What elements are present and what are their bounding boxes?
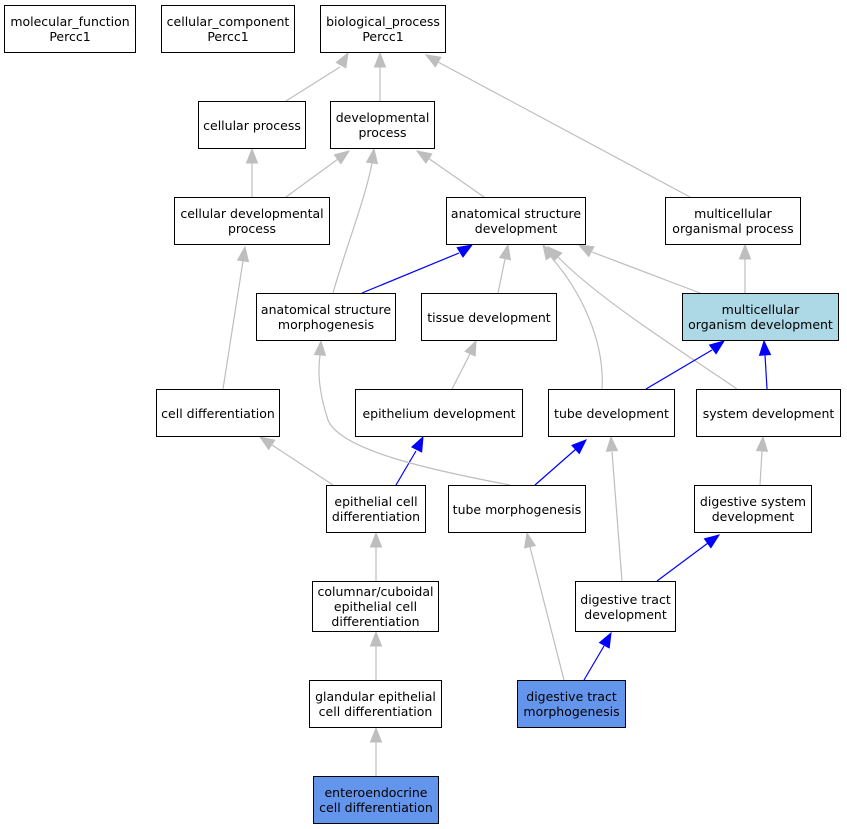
edge-arrowhead bbox=[258, 436, 276, 451]
edge-line bbox=[222, 260, 244, 390]
node-glandular-epithelial-cell-differentiation[interactable]: glandular epithelial cell differentiatio… bbox=[309, 680, 442, 728]
node-label: system development bbox=[702, 405, 835, 421]
edge-arrowhead bbox=[313, 339, 327, 356]
node-label: tube morphogenesis bbox=[452, 501, 582, 517]
node-label: columnar/cuboidal epithelial cell differ… bbox=[317, 584, 434, 629]
node-developmental-process[interactable]: developmental process bbox=[330, 101, 435, 149]
node-label: cellular developmental process bbox=[180, 206, 324, 236]
edge-line bbox=[497, 258, 506, 294]
edge-arrowhead bbox=[523, 531, 537, 549]
edge-line bbox=[332, 162, 373, 294]
node-anatomical-structure-development[interactable]: anatomical structure development bbox=[446, 197, 586, 245]
edge-arrowhead bbox=[738, 243, 752, 260]
node-label: anatomical structure development bbox=[450, 206, 582, 236]
node-multicellular-organism-development[interactable]: multicellular organism development bbox=[682, 293, 839, 341]
edge-arrowhead bbox=[571, 439, 588, 455]
edge-line bbox=[583, 645, 605, 681]
node-digestive-system-development[interactable]: digestive system development bbox=[694, 485, 812, 533]
node-cellular-developmental-process[interactable]: cellular developmental process bbox=[174, 197, 330, 245]
edge-line bbox=[285, 66, 341, 102]
edge-arrowhead bbox=[498, 243, 512, 261]
node-label: developmental process bbox=[335, 110, 430, 140]
node-biological-process[interactable]: biological_process Percc1 bbox=[320, 5, 446, 53]
edge-line bbox=[764, 354, 768, 390]
node-tissue-development[interactable]: tissue development bbox=[421, 293, 557, 341]
edge-line bbox=[395, 450, 417, 486]
edge-line bbox=[557, 256, 738, 390]
node-digestive-tract-morphogenesis[interactable]: digestive tract morphogenesis bbox=[517, 680, 626, 728]
edge-line bbox=[318, 354, 511, 486]
edge-arrowhead bbox=[333, 150, 351, 165]
edge-line bbox=[361, 252, 460, 294]
node-label: epithelium development bbox=[362, 405, 516, 421]
node-tube-development[interactable]: tube development bbox=[548, 389, 675, 437]
edge-arrowhead bbox=[245, 147, 259, 164]
edge-line bbox=[529, 546, 565, 681]
edge-arrowhead bbox=[424, 54, 442, 68]
edge-line bbox=[427, 157, 485, 198]
edge-arrowhead bbox=[598, 631, 612, 649]
node-label: anatomical structure morphogenesis bbox=[260, 302, 392, 332]
node-epithelial-cell-differentiation[interactable]: epithelial cell differentiation bbox=[326, 485, 426, 533]
node-cell-differentiation[interactable]: cell differentiation bbox=[156, 389, 280, 437]
node-label: enteroendocrine cell differentiation bbox=[319, 785, 433, 815]
edge-line bbox=[437, 61, 691, 198]
node-label: tissue development bbox=[427, 309, 551, 325]
node-label: cellular_component Percc1 bbox=[166, 14, 290, 44]
node-label: biological_process Percc1 bbox=[326, 14, 440, 44]
edge-line bbox=[271, 444, 334, 486]
edge-line bbox=[451, 353, 471, 390]
edge-arrowhead bbox=[577, 244, 595, 258]
node-molecular-function[interactable]: molecular_function Percc1 bbox=[4, 5, 136, 53]
edge-arrowhead bbox=[373, 51, 387, 68]
edge-arrowhead bbox=[547, 246, 563, 262]
node-enteroendocrine-cell-differentiation[interactable]: enteroendocrine cell differentiation bbox=[313, 776, 439, 824]
edge-arrowhead bbox=[415, 150, 433, 165]
edge-line bbox=[550, 256, 603, 390]
edge-arrowhead bbox=[703, 534, 721, 549]
node-label: digestive tract morphogenesis bbox=[523, 689, 620, 719]
node-epithelium-development[interactable]: epithelium development bbox=[355, 389, 523, 437]
node-columnar-cuboidal-epithelial-cell-differentiation[interactable]: columnar/cuboidal epithelial cell differ… bbox=[312, 581, 439, 632]
edge-arrowhead bbox=[605, 435, 619, 452]
edge-line bbox=[611, 451, 623, 582]
edge-line bbox=[534, 448, 577, 486]
edge-arrowhead bbox=[755, 435, 769, 452]
edge-arrowhead bbox=[369, 726, 383, 743]
edge-arrowhead bbox=[464, 339, 477, 357]
edge-arrowhead bbox=[708, 340, 726, 355]
node-label: cell differentiation bbox=[161, 405, 275, 421]
node-label: glandular epithelial cell differentiatio… bbox=[315, 689, 436, 719]
edge-arrowhead bbox=[369, 630, 383, 647]
edge-arrowhead bbox=[365, 147, 379, 165]
node-multicellular-organismal-process[interactable]: multicellular organismal process bbox=[665, 197, 801, 245]
node-label: molecular_function Percc1 bbox=[10, 14, 130, 44]
edge-line bbox=[645, 349, 713, 390]
node-cellular-process[interactable]: cellular process bbox=[198, 101, 306, 149]
node-anatomical-structure-morphogenesis[interactable]: anatomical structure morphogenesis bbox=[256, 293, 396, 341]
node-label: tube development bbox=[554, 405, 669, 421]
edge-arrowhead bbox=[410, 435, 424, 453]
node-label: cellular process bbox=[203, 117, 301, 133]
edge-line bbox=[759, 450, 763, 486]
node-label: epithelial cell differentiation bbox=[331, 494, 421, 524]
edge-line bbox=[285, 158, 339, 198]
edge-line bbox=[591, 251, 701, 294]
edge-arrowhead bbox=[369, 531, 383, 548]
node-tube-morphogenesis[interactable]: tube morphogenesis bbox=[448, 485, 586, 533]
edge-arrowhead bbox=[456, 244, 474, 258]
node-label: multicellular organism development bbox=[688, 302, 833, 332]
node-label: digestive system development bbox=[699, 494, 807, 524]
node-label: multicellular organismal process bbox=[672, 206, 794, 236]
edge-arrowhead bbox=[236, 245, 250, 263]
node-label: digestive tract development bbox=[580, 591, 671, 622]
node-cellular-component[interactable]: cellular_component Percc1 bbox=[161, 5, 295, 53]
node-digestive-tract-development[interactable]: digestive tract development bbox=[575, 581, 676, 632]
edge-arrowhead bbox=[758, 339, 772, 356]
node-system-development[interactable]: system development bbox=[696, 389, 841, 437]
edge-arrowhead bbox=[335, 51, 349, 69]
edge-line bbox=[656, 542, 709, 582]
